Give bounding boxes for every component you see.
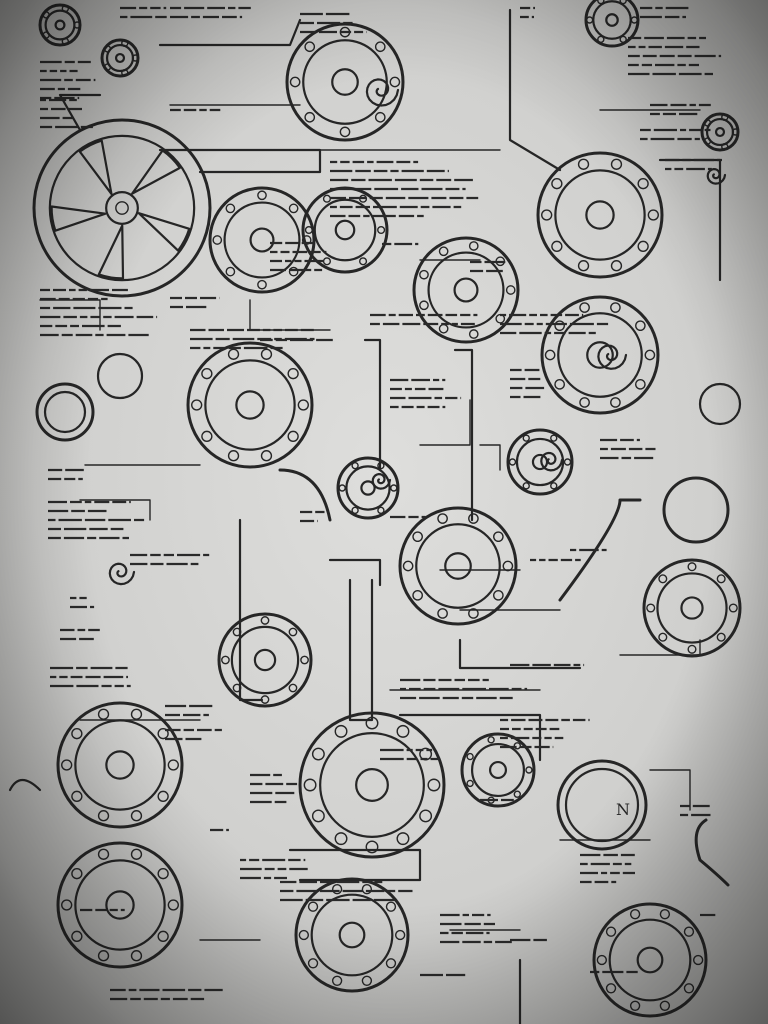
glyph-label: N [616,800,630,819]
